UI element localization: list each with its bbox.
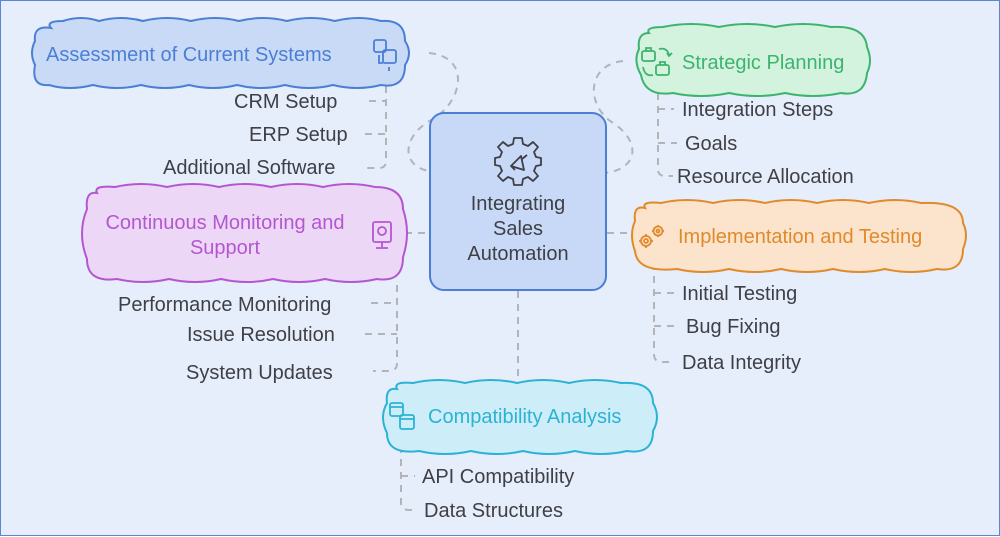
- gear-megaphone-icon: [494, 137, 542, 186]
- planning-title: Strategic Planning: [682, 52, 844, 74]
- compatibility-item-api: API Compatibility: [422, 466, 574, 488]
- implementation-title: Implementation and Testing: [678, 226, 922, 248]
- center-line-2: Sales: [493, 218, 543, 240]
- implementation-item-bug: Bug Fixing: [686, 316, 781, 338]
- branch-compatibility[interactable]: Compatibility Analysis API Compatibility…: [382, 379, 658, 522]
- connector-compatibility-trunk: [400, 446, 415, 511]
- connector-planning-center: [592, 60, 634, 174]
- connector-monitoring-trunk: [373, 285, 398, 372]
- monitoring-item-issue: Issue Resolution: [187, 324, 335, 346]
- windows-compare-icon: [389, 402, 415, 430]
- assessment-item-crm: CRM Setup: [234, 91, 337, 113]
- monitoring-title-line-1: Continuous Monitoring and: [105, 212, 344, 234]
- assessment-item-software: Additional Software: [163, 157, 335, 179]
- monitor-icon: [372, 221, 392, 249]
- cloud-assessment: [31, 17, 410, 89]
- briefcase-cycle-icon: [641, 47, 673, 77]
- branch-monitoring[interactable]: Continuous Monitoring and Support Perfor…: [81, 183, 408, 384]
- computers-icon: [373, 39, 397, 71]
- assessment-title: Assessment of Current Systems: [46, 44, 332, 66]
- cloud-planning: [635, 23, 871, 97]
- implementation-item-data: Data Integrity: [682, 352, 801, 374]
- implementation-item-initial: Initial Testing: [682, 283, 797, 305]
- compatibility-title: Compatibility Analysis: [428, 406, 621, 428]
- planning-item-resource: Resource Allocation: [677, 166, 854, 188]
- branch-assessment[interactable]: Assessment of Current Systems CRM Setup …: [31, 17, 410, 179]
- branch-planning[interactable]: Strategic Planning Integration Steps Goa…: [635, 23, 871, 188]
- branch-implementation[interactable]: Implementation and Testing Initial Testi…: [631, 199, 967, 374]
- monitoring-item-performance: Performance Monitoring: [118, 294, 331, 316]
- gears-icon: [639, 225, 664, 248]
- center-box: [429, 112, 607, 291]
- connector-implementation-trunk: [653, 263, 674, 363]
- cloud-compatibility: [382, 379, 658, 455]
- center-line-1: Integrating: [471, 193, 566, 215]
- connector-assessment-trunk: [367, 73, 387, 169]
- assessment-item-erp: ERP Setup: [249, 124, 348, 146]
- cloud-implementation: [631, 199, 967, 273]
- monitoring-title-line-2: Support: [190, 237, 260, 259]
- connectors: [365, 52, 677, 511]
- connector-planning-trunk: [657, 93, 673, 177]
- center-line-3: Automation: [467, 243, 568, 265]
- compatibility-item-data: Data Structures: [424, 500, 563, 522]
- center-node[interactable]: Integrating Sales Automation: [429, 112, 607, 291]
- planning-item-goals: Goals: [685, 133, 737, 155]
- planning-item-steps: Integration Steps: [682, 99, 833, 121]
- monitoring-item-updates: System Updates: [186, 362, 333, 384]
- cloud-monitoring: [81, 183, 408, 283]
